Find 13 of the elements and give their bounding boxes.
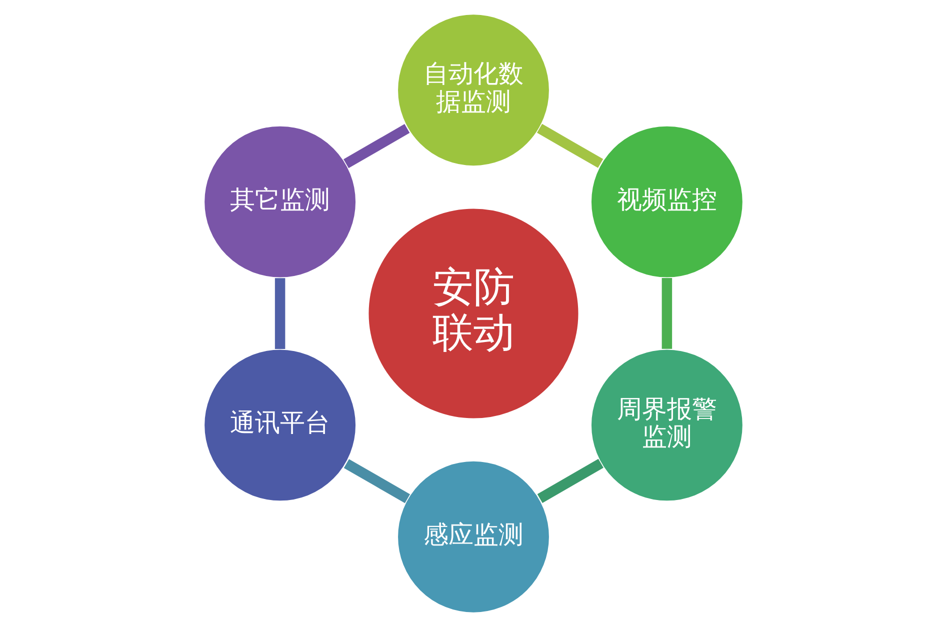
node-circle: 自动化数据监测 <box>396 13 550 168</box>
connector <box>536 124 604 168</box>
node-circle: 其它监测 <box>203 124 357 279</box>
node-circle: 周界报警监测 <box>590 348 744 502</box>
connector <box>274 278 286 349</box>
connector <box>662 278 672 349</box>
node-circle: 感应监测 <box>396 460 550 614</box>
node-circle: 视频监控 <box>590 124 744 279</box>
node-circle: 安防联动 <box>367 207 580 420</box>
connector <box>537 458 604 503</box>
connector <box>344 459 410 504</box>
connector <box>344 124 410 168</box>
node-circle: 通讯平台 <box>203 348 357 502</box>
